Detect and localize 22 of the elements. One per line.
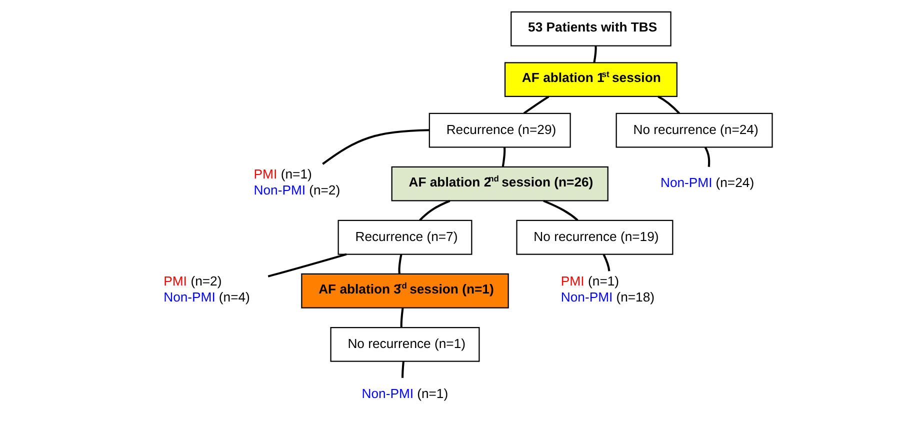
connector xyxy=(322,129,429,165)
connector xyxy=(400,308,404,328)
connector xyxy=(267,253,346,278)
node-box: Recurrence (n=7) xyxy=(337,220,472,255)
node-box: 53 Patients with TBS xyxy=(510,11,671,46)
node-text: PMI (n=2) Non-PMI (n=4) xyxy=(163,273,250,304)
connector xyxy=(704,146,710,167)
node-box: No recurrence (n=24) xyxy=(615,112,772,148)
connector xyxy=(602,254,610,272)
node-text: PMI (n=1) Non-PMI (n=18) xyxy=(560,273,654,304)
connector xyxy=(398,254,402,274)
node-box: Recurrence (n=29) xyxy=(428,112,570,148)
node-text: Non-PMI (n=1) xyxy=(361,386,448,402)
node-box: AF ablation 1$^{st}$ session xyxy=(504,62,677,98)
node-text: Non-PMI (n=24) xyxy=(660,174,754,190)
connector xyxy=(501,147,506,167)
node-box: No recurrence (n=1) xyxy=(330,326,480,362)
connector xyxy=(401,361,404,378)
node-box: No recurrence (n=19) xyxy=(516,220,673,255)
connector xyxy=(592,46,596,63)
connector xyxy=(542,200,578,222)
node-text: PMI (n=1) Non-PMI (n=2) xyxy=(253,166,340,198)
